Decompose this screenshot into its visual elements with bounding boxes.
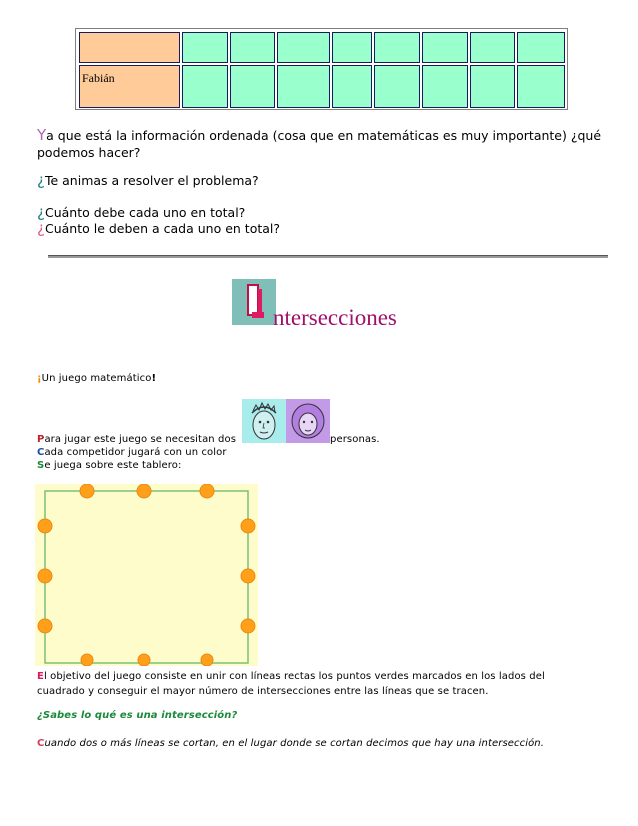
drop-cap: P: [37, 434, 45, 445]
question-owed: ¿Cuánto le deben a cada uno en total?: [37, 220, 617, 237]
table-cell: [422, 65, 468, 108]
table-cell: [277, 65, 330, 108]
intersection-question: ¿Sabes lo qué es una intersección?: [37, 709, 237, 722]
table-cell: [422, 32, 468, 63]
drop-cap: ¿: [37, 203, 45, 221]
table-name-cell: Fabián: [79, 65, 180, 108]
board-dot: [37, 618, 53, 634]
board-dot: [240, 618, 256, 634]
game-board: [35, 483, 258, 667]
game-line-players: Para jugar este juego se necesitan dos: [37, 433, 236, 446]
question-text: Cuánto debe cada uno en total?: [44, 205, 246, 220]
board-dot: [199, 483, 215, 499]
drop-cap: ¿: [37, 219, 45, 237]
drop-cap: Y: [37, 126, 47, 144]
debt-table: Fabián: [75, 28, 568, 110]
board-square: [44, 490, 249, 664]
horizontal-divider: [48, 255, 608, 258]
intersection-answer: Cuando dos o más líneas se cortan, en el…: [37, 737, 597, 750]
table-cell: [230, 65, 275, 108]
drop-cap: C: [37, 447, 45, 458]
drop-cap: E: [37, 671, 44, 682]
table-cell: [470, 65, 515, 108]
drop-cap: ¿: [37, 171, 45, 189]
line-text: ada competidor jugará con un color: [44, 447, 227, 458]
drop-cap: C: [37, 738, 45, 749]
table-cell: [182, 32, 228, 63]
two-people-faces-icon: [242, 399, 330, 443]
board-dot: [37, 518, 53, 534]
exclamation-close: !: [151, 373, 157, 384]
board-dot: [80, 653, 94, 667]
board-dot: [240, 568, 256, 584]
board-dot: [137, 653, 151, 667]
question-owes: ¿Cuánto debe cada uno en total?: [37, 204, 617, 221]
board-dot: [79, 483, 95, 499]
intro-text: Un juego matemático: [41, 373, 152, 384]
board-dot: [37, 568, 53, 584]
table-cell: [517, 65, 565, 108]
exclamation-open: ¡: [37, 373, 42, 384]
board-dot: [136, 483, 152, 499]
table-cell: [470, 32, 515, 63]
table-cell: [332, 32, 372, 63]
game-line-color: Cada competidor jugará con un color: [37, 446, 227, 459]
table-name-cell-empty: [79, 32, 180, 63]
paragraph-text: a que está la información ordenada (cosa…: [37, 128, 602, 160]
table-cell: [277, 32, 330, 63]
table-cell: [517, 32, 565, 63]
table-cell: [374, 65, 420, 108]
table-cell: [332, 65, 372, 108]
answer-text: uando dos o más líneas se cortan, en el …: [44, 738, 545, 749]
section-title-text: ntersecciones: [273, 305, 397, 330]
drop-cap: S: [37, 460, 45, 471]
board-dot: [200, 653, 214, 667]
table-cell: [374, 32, 420, 63]
line-text: personas.: [330, 434, 380, 445]
question-text: ¿Sabes lo qué es una intersección?: [37, 710, 238, 721]
line-text: e juega sobre este tablero:: [44, 460, 182, 471]
game-board-drawing: [37, 483, 256, 667]
question-text: Te animas a resolver el problema?: [44, 173, 259, 188]
table-cell: [230, 32, 275, 63]
board-dot: [240, 518, 256, 534]
table-name-label: Fabián: [82, 71, 115, 85]
letter-i-icon: [232, 279, 276, 325]
objective-text: l objetivo del juego consiste en unir co…: [37, 671, 545, 697]
question-text: Cuánto le deben a cada uno en total?: [44, 221, 281, 236]
line-text: ara jugar este juego se necesitan dos: [44, 434, 237, 445]
game-objective: El objetivo del juego consiste en unir c…: [37, 669, 577, 699]
question-solve: ¿Te animas a resolver el problema?: [37, 172, 617, 189]
game-line-players-end: personas.: [330, 433, 380, 446]
table-cell: [182, 65, 228, 108]
paragraph-ordered-info: Ya que está la información ordenada (cos…: [37, 127, 617, 161]
game-intro: ¡Un juego matemático!: [37, 372, 156, 385]
game-line-board: Se juega sobre este tablero:: [37, 459, 182, 472]
